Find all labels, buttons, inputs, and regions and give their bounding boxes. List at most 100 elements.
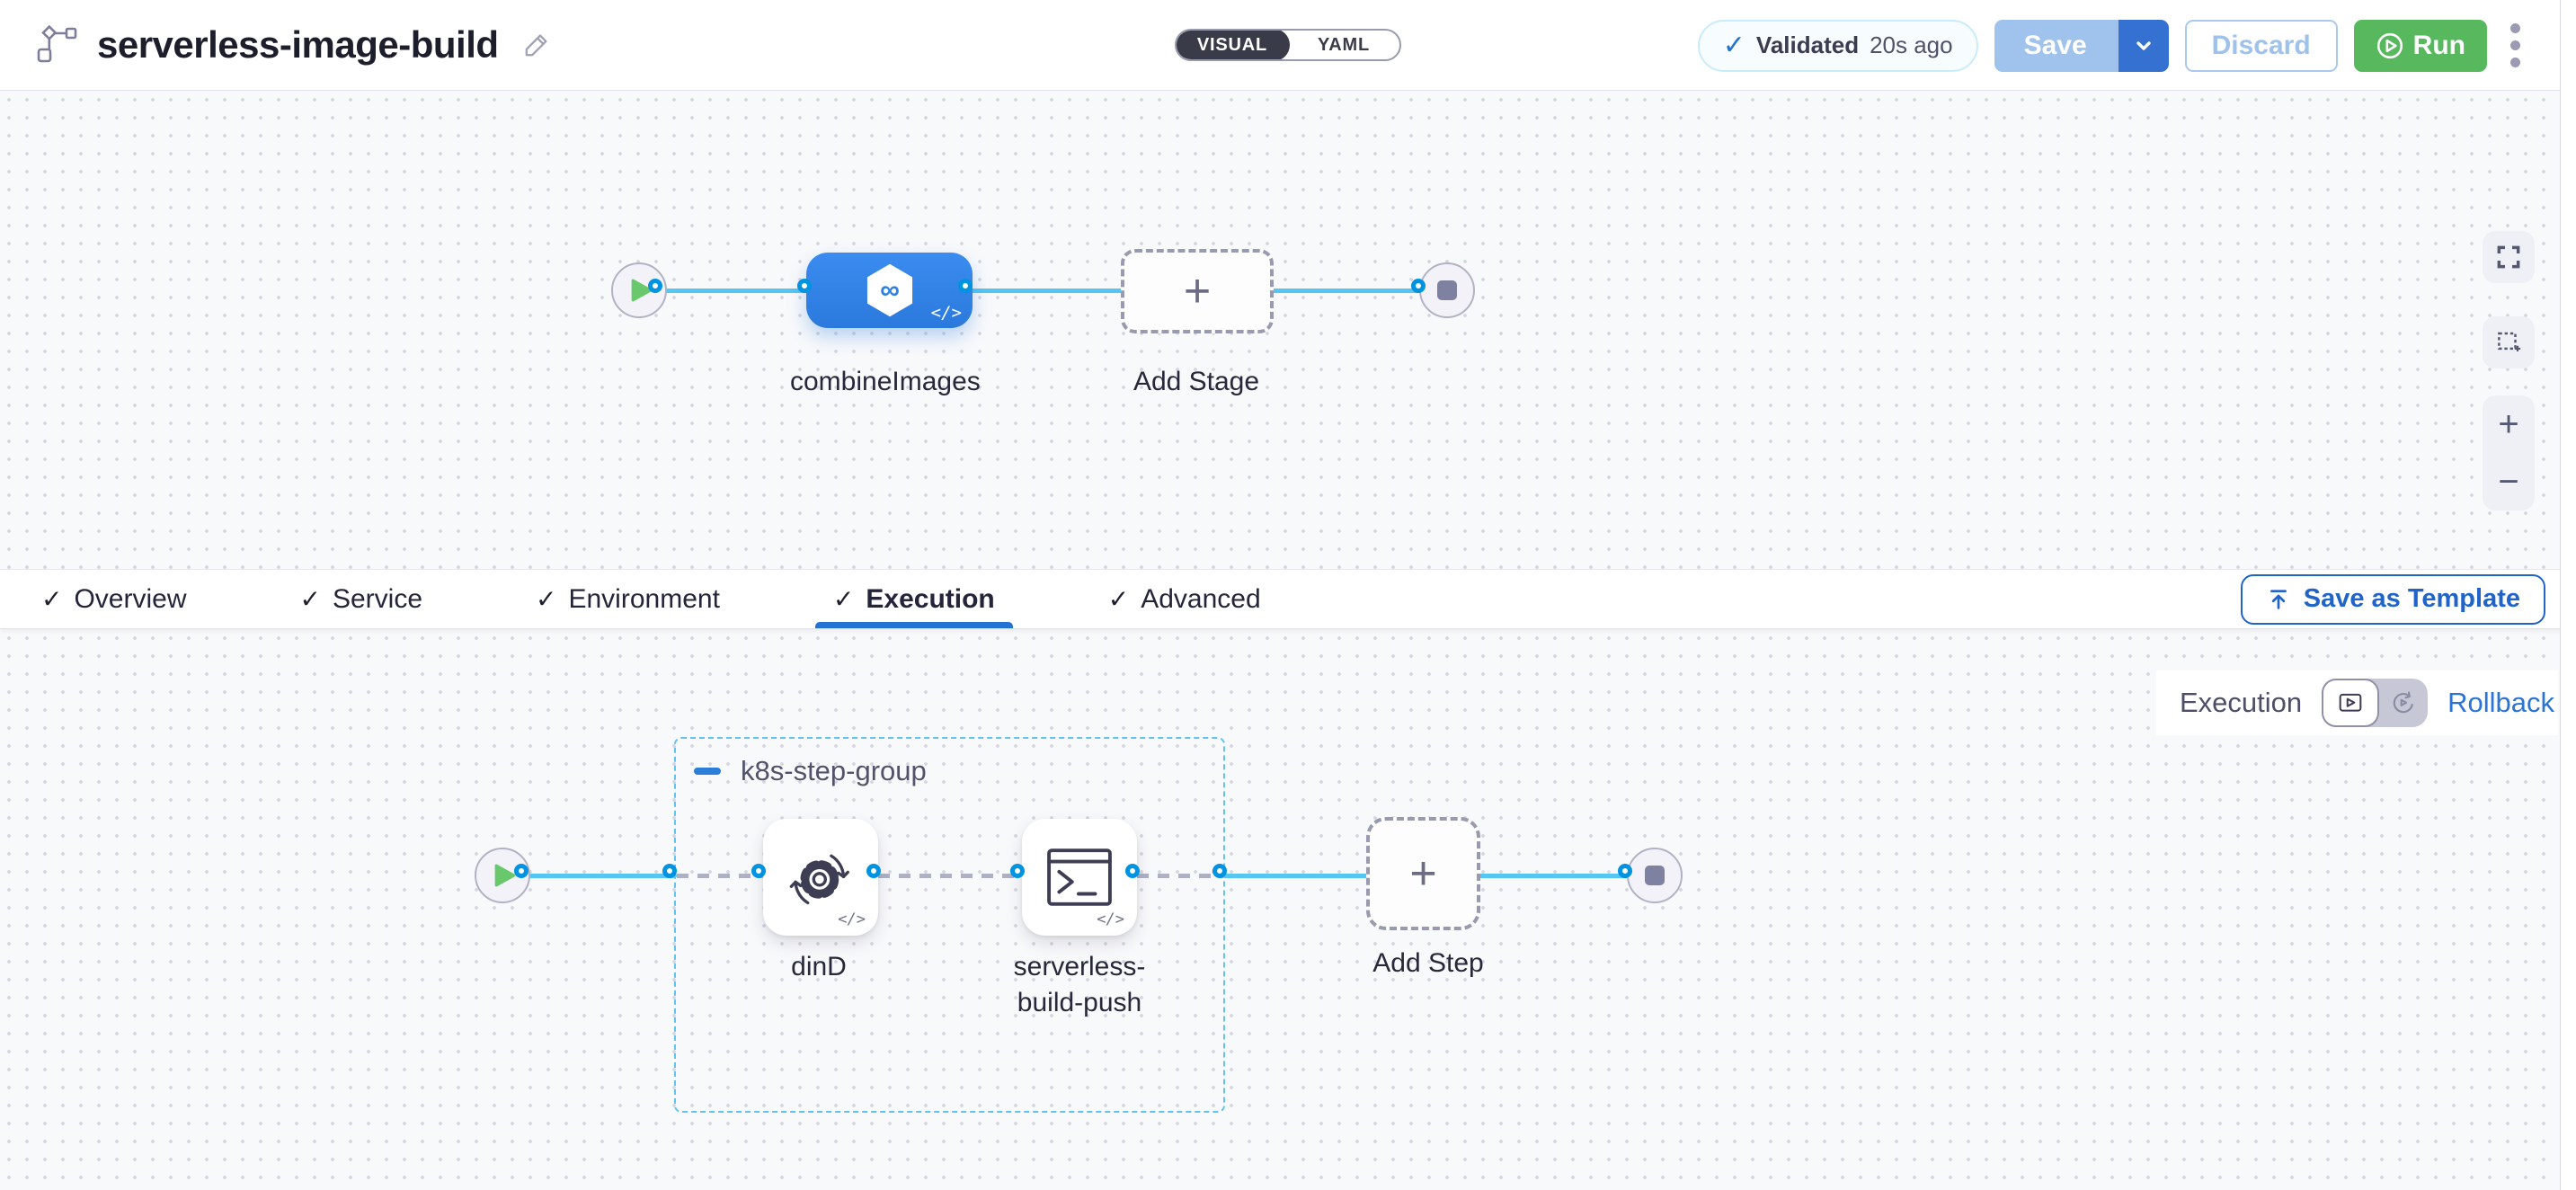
port-exec-start-out[interactable] [514, 864, 529, 878]
add-step-button[interactable]: + [1366, 817, 1480, 930]
chevron-down-icon [2133, 35, 2154, 57]
save-split-button: Save [1994, 19, 2169, 72]
tab-label: Advanced [1141, 583, 1261, 614]
tab-label: Execution [866, 583, 995, 614]
edge-dind-to-serverless [878, 874, 1024, 878]
pencil-icon [522, 31, 551, 59]
edge-group-to-dind [677, 874, 765, 878]
edge-start-to-stage [660, 289, 813, 293]
execution-steps-icon [2338, 691, 2363, 715]
code-badge-icon: </> [838, 910, 866, 928]
step-name-label: dinD [791, 952, 847, 981]
step-group-name: k8s-step-group [741, 755, 927, 786]
edit-pipeline-name-button[interactable] [522, 31, 551, 59]
execution-mode-controls: Execution [2155, 670, 2558, 735]
check-icon: ✓ [41, 585, 63, 613]
kebab-menu-icon[interactable] [2503, 18, 2527, 73]
add-step-label: Add Step [1372, 948, 1484, 978]
execution-canvas[interactable]: Execution [0, 629, 2576, 1190]
zoom-in-button[interactable]: + [2483, 395, 2535, 453]
stage-card-combineimages[interactable]: ∞ </> [806, 253, 973, 328]
edge-group-to-addstep [1224, 874, 1377, 878]
step-group-header: k8s-step-group [694, 755, 927, 787]
rollback-link[interactable]: Rollback [2447, 687, 2554, 718]
rollback-circle-arrow-icon [2391, 690, 2416, 715]
tab-environment[interactable]: ✓ Environment [516, 570, 740, 628]
execution-segment[interactable] [2322, 679, 2380, 727]
tab-advanced[interactable]: ✓ Advanced [1088, 570, 1281, 628]
tab-label: Overview [74, 583, 187, 614]
stop-square-icon [1645, 866, 1665, 885]
step-card-serverless-build-push[interactable]: </> [1022, 819, 1137, 936]
edge-addstep-to-end [1479, 874, 1630, 878]
edge-addstage-to-end [1271, 289, 1426, 293]
port-end-in[interactable] [1411, 279, 1426, 293]
port-dind-out[interactable] [866, 864, 881, 878]
code-badge-icon: </> [1097, 910, 1124, 928]
zoom-out-button[interactable]: − [2483, 453, 2535, 511]
save-button[interactable]: Save [1994, 19, 2117, 72]
run-label: Run [2412, 30, 2465, 60]
edge-stage-to-addstage [970, 289, 1124, 293]
save-options-button[interactable] [2116, 19, 2169, 72]
port-group-in[interactable] [662, 864, 677, 878]
run-play-icon [2376, 31, 2404, 60]
check-icon: ✓ [1722, 30, 1745, 60]
collapse-group-icon[interactable] [694, 768, 721, 775]
edge-start-to-group [526, 874, 677, 878]
tab-service[interactable]: ✓ Service [280, 570, 443, 628]
port-stage-in[interactable] [797, 279, 812, 293]
execution-rollback-toggle[interactable] [2322, 679, 2429, 727]
stage-name-label: combineImages [790, 367, 981, 396]
add-stage-button[interactable]: + [1121, 249, 1274, 333]
check-icon: ✓ [536, 585, 557, 613]
rollback-segment[interactable] [2379, 679, 2428, 727]
port-serverless-in[interactable] [1010, 864, 1025, 878]
play-triangle-icon [494, 864, 516, 887]
port-group-out[interactable] [1212, 864, 1227, 878]
zoom-controls: + − [2483, 395, 2535, 511]
run-button[interactable]: Run [2353, 19, 2487, 72]
page-title: serverless-image-build [97, 23, 499, 66]
toggle-yaml[interactable]: YAML [1288, 31, 1399, 59]
port-dind-in[interactable] [751, 864, 766, 878]
terminal-icon [1046, 848, 1113, 907]
tab-label: Environment [568, 583, 720, 614]
code-badge-icon: </> [930, 303, 962, 323]
execution-end-node [1627, 848, 1683, 903]
execution-start-node [475, 848, 530, 903]
pipeline-canvas[interactable]: ∞ </> + combineImages Add Stage [0, 91, 2576, 569]
stage-tabs: ✓ Overview ✓ Service ✓ Environment ✓ Exe… [0, 569, 2576, 629]
play-triangle-icon [631, 279, 653, 302]
svg-text:∞: ∞ [880, 275, 900, 306]
add-stage-label: Add Stage [1133, 367, 1260, 396]
step-group-box[interactable]: k8s-step-group [674, 737, 1225, 1113]
visual-yaml-toggle: VISUAL YAML [1175, 29, 1401, 61]
upload-template-icon [2266, 587, 2291, 612]
discard-button[interactable]: Discard [2184, 19, 2338, 72]
ci-stage-hexagon-icon: ∞ [864, 262, 916, 319]
pipeline-end-node [1419, 262, 1475, 318]
tab-label: Service [332, 583, 423, 614]
pipeline-icon [36, 25, 79, 65]
edge-serverless-to-groupend [1137, 874, 1226, 878]
port-serverless-out[interactable] [1125, 864, 1140, 878]
pipeline-header: serverless-image-build VISUAL YAML ✓ Val… [0, 0, 2576, 91]
toggle-visual[interactable]: VISUAL [1177, 31, 1290, 59]
vertical-scrollbar[interactable] [2560, 0, 2576, 1190]
marquee-selection-icon [2494, 329, 2523, 356]
save-as-template-button[interactable]: Save as Template [2240, 573, 2545, 625]
validated-badge[interactable]: ✓ Validated 20s ago [1697, 19, 1978, 72]
tab-execution[interactable]: ✓ Execution [813, 570, 1015, 628]
check-icon: ✓ [832, 585, 855, 613]
save-as-template-label: Save as Template [2303, 584, 2520, 613]
step-card-dind[interactable]: </> [763, 819, 878, 936]
port-stage-out[interactable] [958, 279, 973, 293]
validated-time: 20s ago [1870, 31, 1953, 58]
fullscreen-button[interactable] [2483, 231, 2535, 283]
port-exec-end-in[interactable] [1618, 864, 1632, 878]
tab-overview[interactable]: ✓ Overview [22, 570, 207, 628]
port-start-out[interactable] [648, 279, 662, 293]
marquee-select-button[interactable] [2483, 316, 2535, 369]
